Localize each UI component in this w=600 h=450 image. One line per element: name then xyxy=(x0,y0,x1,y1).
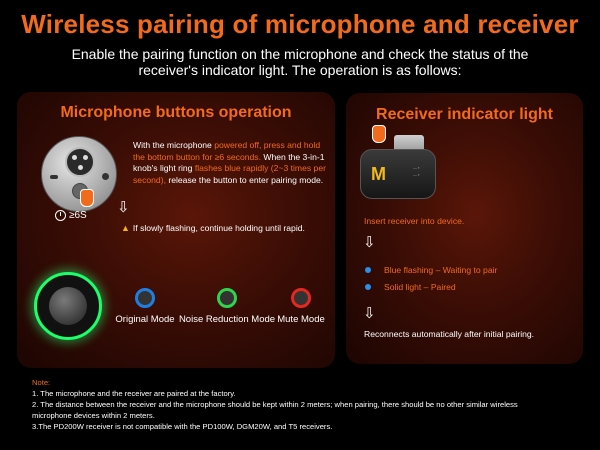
mode-noise-reduction: Noise Reduction Mode xyxy=(177,288,277,325)
instruction-part: With the microphone xyxy=(133,140,215,150)
timer-label: ≥6S xyxy=(69,210,87,221)
mode-label: Noise Reduction Mode xyxy=(178,314,276,325)
page-title: Wireless pairing of microphone and recei… xyxy=(21,9,579,39)
receiver-led-icon: — ▪— ▪ xyxy=(413,165,420,177)
receiver-indicator-panel: Receiver indicator light M — ▪— ▪ Insert… xyxy=(346,93,583,364)
down-arrow-icon: ⇩ xyxy=(117,199,130,216)
brand-logo: M xyxy=(371,164,386,184)
receiver-image: M — ▪— ▪ xyxy=(360,149,436,199)
blue-indicator-icon xyxy=(135,288,155,308)
microphone-panel-title: Microphone buttons operation xyxy=(60,104,292,121)
mode-original: Original Mode xyxy=(115,288,175,325)
page-subtitle: Enable the pairing function on the micro… xyxy=(71,46,529,78)
instruction-part: release the button to enter pairing mode… xyxy=(165,174,324,185)
instruction-highlight: flashes blue rapidly (2~3 times per seco… xyxy=(133,163,326,185)
knob-light-ring-icon xyxy=(34,272,102,340)
mode-label: Original Mode xyxy=(115,314,175,325)
microphone-buttons-panel: Microphone buttons operation ≥6S With th… xyxy=(17,92,335,368)
down-arrow-icon: ⇩ xyxy=(363,305,376,322)
press-hand-icon xyxy=(80,189,94,207)
mode-mute: Mute Mode xyxy=(277,288,325,325)
notes-label: Note: xyxy=(32,378,51,387)
warning-icon: ▲ xyxy=(121,223,130,233)
green-indicator-icon xyxy=(217,288,237,308)
timer: ≥6S xyxy=(55,210,87,221)
insert-receiver-text: Insert receiver into device. xyxy=(364,216,465,226)
warning-text: If slowly flashing, continue holding unt… xyxy=(132,223,305,233)
press-hand-icon xyxy=(372,125,386,143)
blue-dot-icon xyxy=(365,284,371,290)
instruction-part: When the 3-in-1 knob's light ring xyxy=(133,151,325,174)
state-blue-flashing: Blue flashing – Waiting to pair xyxy=(384,265,498,275)
microphone-bottom-image xyxy=(41,136,117,212)
note-item: 2. The distance between the receiver and… xyxy=(32,400,518,420)
receiver-panel-title: Receiver indicator light xyxy=(376,106,553,123)
usb-port-icon xyxy=(50,175,58,179)
knob-icon xyxy=(49,287,87,325)
state-solid-light: Solid light – Paired xyxy=(384,282,456,292)
pairing-instruction: With the microphone powered off, press a… xyxy=(133,140,329,186)
blue-dot-icon xyxy=(365,267,371,273)
reconnect-text: Reconnects automatically after initial p… xyxy=(364,329,535,339)
mode-label: Mute Mode xyxy=(277,314,325,325)
warning-note: ▲ If slowly flashing, continue holding u… xyxy=(121,223,305,233)
note-item: 1. The microphone and the receiver are p… xyxy=(32,389,236,398)
down-arrow-icon: ⇩ xyxy=(363,234,376,251)
stopwatch-icon xyxy=(55,210,66,221)
audio-jack-icon xyxy=(102,173,109,180)
xlr-port-icon xyxy=(65,147,95,177)
note-item: 3.The PD200W receiver is not compatible … xyxy=(32,422,333,431)
instruction-highlight: powered off, press and hold the bottom b… xyxy=(133,140,321,162)
red-indicator-icon xyxy=(291,288,311,308)
